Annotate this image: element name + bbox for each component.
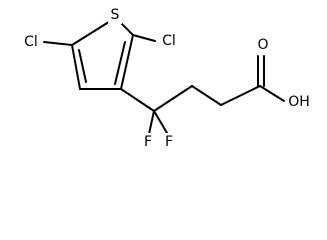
hydroxyl-label-bg [285,93,314,111]
bond-c3-cf2 [120,88,155,112]
fluorine-left-label-bg [141,133,155,151]
bond-c5-cl-left [43,41,73,46]
bond-c2-c3 [120,34,134,90]
bond-c-oh [259,85,285,102]
fluorine-left-atom-label: F [144,134,152,150]
fluorine-right-atom-label: F [165,134,173,150]
carbonyl-oxygen-label-bg [255,36,271,54]
bond-s-c5 [71,19,113,46]
chlorine-left-label-bg [19,33,43,51]
chlorine-right-label-bg [157,32,181,50]
chemical-structure-diagram: S Cl Cl F F O OH [19,6,314,151]
hydroxyl-atom-label: OH [288,94,310,110]
bond-ch2-cooh [220,85,261,106]
bond-cf2-f-left [148,110,155,135]
bond-c2-c3-inner [114,41,126,85]
bond-ch2-ch2 [191,85,222,106]
sulfur-label-bg [108,6,122,24]
chlorine-left-atom-label: Cl [24,34,38,50]
carbonyl-oxygen-atom-label: O [257,37,268,53]
bond-cf2-f-right [153,110,168,134]
fluorine-right-label-bg [162,133,176,151]
bond-c4-c5-inner [78,49,87,83]
sulfur-atom-label: S [111,7,120,23]
bond-c4-c5 [71,44,81,90]
bond-c2-cl-right [132,34,156,42]
chlorine-right-atom-label: Cl [162,33,176,49]
bond-cf2-ch2 [153,85,193,112]
structure-canvas: S Cl Cl F F O OH [19,6,314,151]
